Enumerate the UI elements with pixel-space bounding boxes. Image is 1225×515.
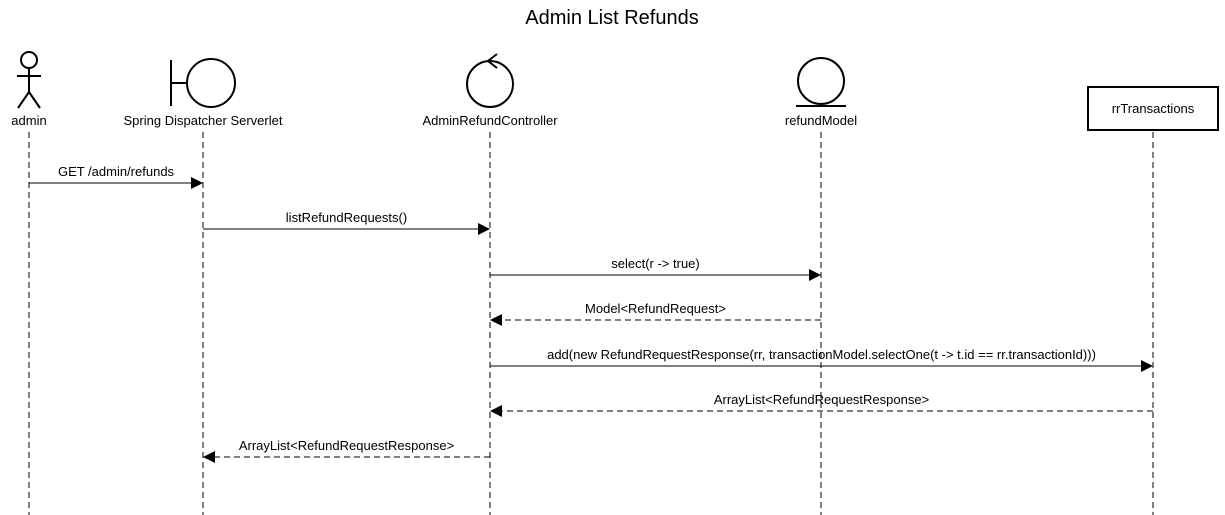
diagram-title: Admin List Refunds [525,7,698,29]
message-4: Model<RefundRequest> [490,301,821,326]
entity-icon [796,57,846,107]
message-2: listRefundRequests() [203,210,490,235]
participants-layer: admin Spring Dispatcher Serverlet AdminRef… [11,51,1219,515]
messages-layer: GET /admin/refunds listRefundRequests() se… [29,164,1153,463]
arrowhead-icon [203,451,215,463]
boundary-icon [170,58,236,108]
message-label: ArrayList<RefundRequestResponse> [239,438,454,453]
participant-box [1087,86,1219,131]
message-3: select(r -> true) [490,256,821,281]
message-label: Model<RefundRequest> [585,301,726,316]
participant-refundModel: refundModel [785,57,857,515]
participant-label: AdminRefundController [422,113,558,128]
arrowhead-icon [191,177,203,189]
arrowhead-icon [490,314,502,326]
participant-controller: AdminRefundController [422,53,558,515]
arrowhead-icon [478,223,490,235]
participant-label: refundModel [785,113,857,128]
message-7: ArrayList<RefundRequestResponse> [203,438,490,463]
message-label: GET /admin/refunds [58,164,175,179]
arrowhead-icon [1141,360,1153,372]
message-label: listRefundRequests() [286,210,407,225]
arrowhead-icon [490,405,502,417]
actor-icon [17,51,41,109]
participant-label: Spring Dispatcher Serverlet [124,113,283,128]
message-6: ArrayList<RefundRequestResponse> [490,392,1153,417]
message-label: ArrayList<RefundRequestResponse> [714,392,929,407]
participant-admin: admin [11,51,47,515]
participant-label: admin [11,113,46,128]
participant-label: rrTransactions [1112,101,1195,116]
participant-dispatcher: Spring Dispatcher Serverlet [124,58,283,515]
arrowhead-icon [809,269,821,281]
message-label: add(new RefundRequestResponse(rr, transa… [547,347,1096,362]
message-label: select(r -> true) [611,256,700,271]
message-5: add(new RefundRequestResponse(rr, transa… [490,347,1153,372]
control-icon [466,53,514,108]
participant-rrTransactions: rrTransactions [1087,86,1219,515]
message-1: GET /admin/refunds [29,164,203,189]
